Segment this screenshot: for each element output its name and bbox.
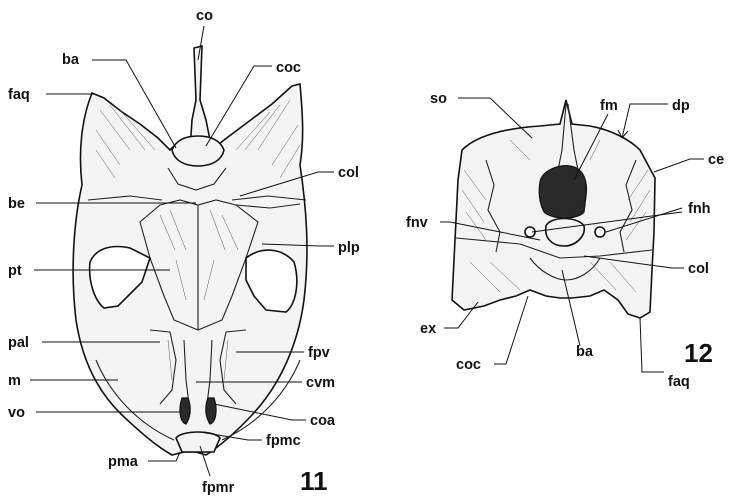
label-plp: plp xyxy=(338,240,360,256)
figure-11-skull-ventral xyxy=(73,46,307,455)
leader-ce xyxy=(654,159,704,172)
label-pt: pt xyxy=(8,263,22,279)
label-faq-12: faq xyxy=(668,374,690,390)
label-ba-12: ba xyxy=(576,344,594,360)
label-fm: fm xyxy=(600,98,618,114)
leader-coc-12 xyxy=(494,296,528,364)
label-co: co xyxy=(196,8,213,24)
label-so: so xyxy=(430,91,447,107)
leader-dp xyxy=(622,104,668,138)
label-fnh: fnh xyxy=(688,201,711,217)
label-coc: coc xyxy=(276,60,301,76)
premaxilla-11 xyxy=(176,432,220,452)
choana-left xyxy=(180,398,190,424)
label-vo: vo xyxy=(8,405,25,421)
label-cvm: cvm xyxy=(306,375,335,391)
label-m: m xyxy=(8,373,21,389)
label-col: col xyxy=(338,165,359,181)
leader-faq-12 xyxy=(640,318,664,372)
label-fpv: fpv xyxy=(308,345,330,361)
label-ba: ba xyxy=(62,52,80,68)
figure-12-skull-posterior xyxy=(452,100,655,318)
columella-spine xyxy=(190,46,212,150)
label-fpmc: fpmc xyxy=(266,433,301,449)
label-fnv: fnv xyxy=(406,215,428,231)
label-faq: faq xyxy=(8,87,30,103)
label-col-12: col xyxy=(688,261,709,277)
label-ex: ex xyxy=(420,321,436,337)
label-ce: ce xyxy=(708,152,724,168)
choana-right xyxy=(206,398,216,424)
label-dp: dp xyxy=(672,98,690,114)
foramen-magnum xyxy=(539,166,586,218)
label-coc-12: coc xyxy=(456,357,481,373)
label-coa: coa xyxy=(310,413,336,429)
label-pal: pal xyxy=(8,335,29,351)
occipital-condyle-11 xyxy=(172,136,224,166)
label-be: be xyxy=(8,196,25,212)
hypoglossal-foramen-right xyxy=(595,227,605,237)
label-pma: pma xyxy=(108,454,139,470)
figure-number-11: 11 xyxy=(300,466,328,496)
label-fpmr: fpmr xyxy=(202,480,235,496)
figure-number-12: 12 xyxy=(684,338,713,368)
